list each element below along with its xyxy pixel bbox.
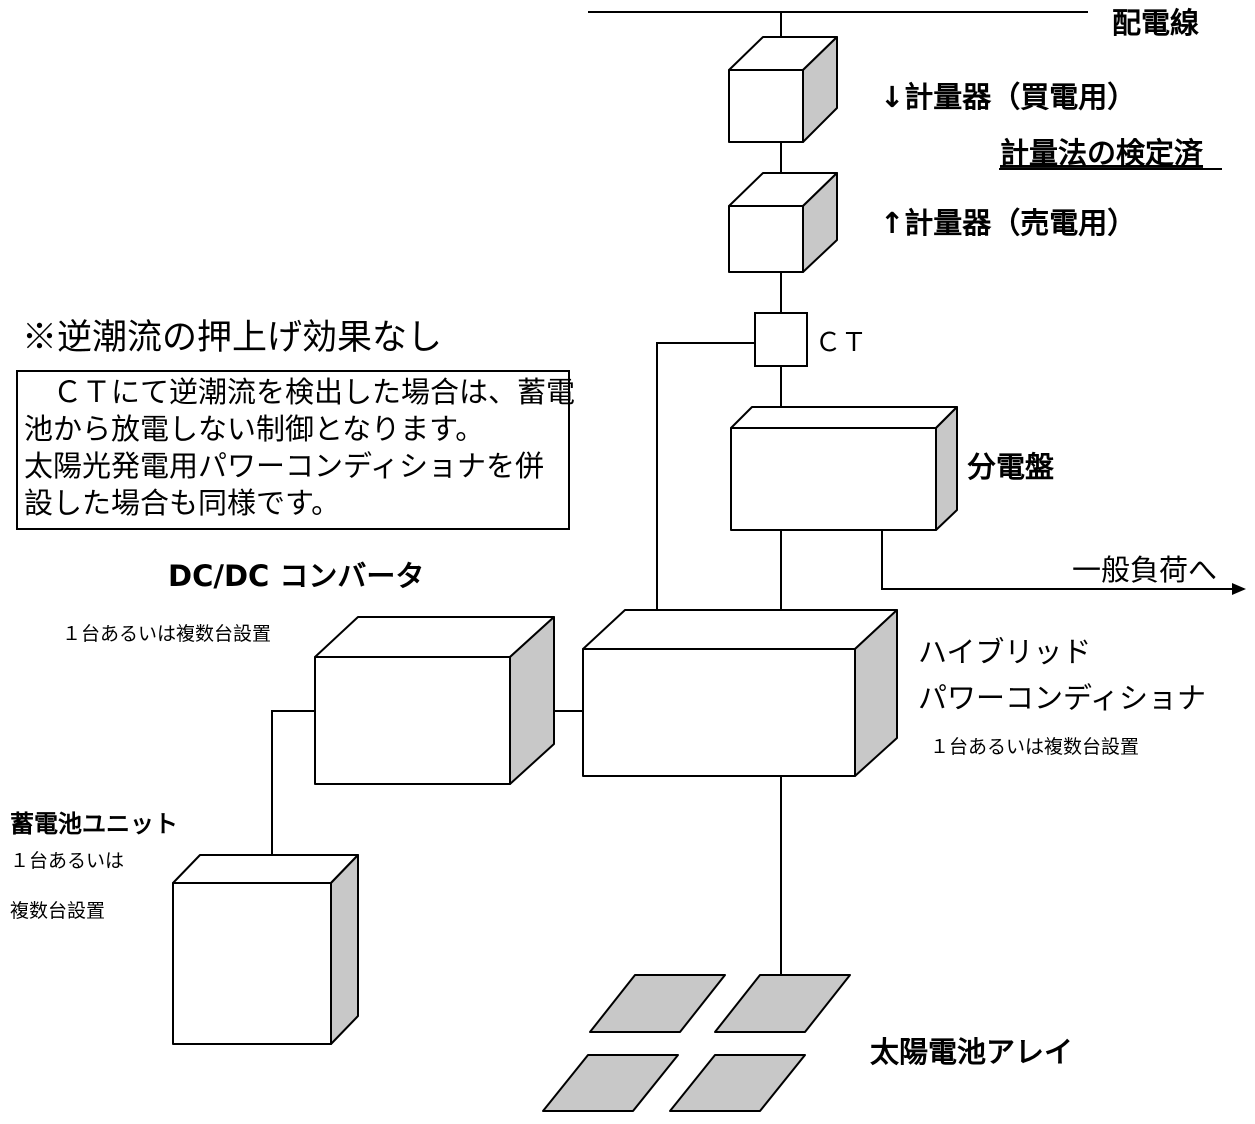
pv-array-label: 太陽電池アレイ <box>870 1035 1073 1069</box>
meter-buy-box <box>728 36 838 143</box>
dcdc-converter-box <box>314 616 555 785</box>
note-line: ＣＴにて逆潮流を検出した場合は、蓄電 <box>24 375 576 409</box>
pcs-note: １台あるいは複数台設置 <box>930 736 1139 758</box>
solar-panel <box>542 1054 679 1112</box>
note-line: 太陽光発電用パワーコンディショナを併 <box>24 449 544 483</box>
ct-label: ＣＴ <box>815 328 867 358</box>
pcs-title-2: パワーコンディショナ <box>918 681 1206 715</box>
dcdc-note: １台あるいは複数台設置 <box>62 623 271 645</box>
note-line: 設した場合も同様です。 <box>24 486 341 520</box>
meter-sell-label: ↑計量器（売電用） <box>880 206 1136 240</box>
distribution-line-label: 配電線 <box>1112 6 1199 40</box>
general-load-label: 一般負荷へ <box>1072 553 1217 587</box>
note-box: ＣＴにて逆潮流を検出した場合は、蓄電 池から放電しない制御となります。 太陽光発… <box>16 370 576 530</box>
note-title: ※逆潮流の押上げ効果なし <box>22 318 442 358</box>
dcdc-title: DC/DC コンバータ <box>168 559 424 593</box>
general-load-wire <box>881 530 1246 595</box>
solar-panel <box>589 974 726 1033</box>
solar-panel <box>714 974 851 1033</box>
battery-title: 蓄電池ユニット <box>10 810 178 838</box>
meter-buy-label: ↓計量器（買電用） <box>880 80 1136 114</box>
ct-box <box>754 312 808 367</box>
meter-sell-box <box>728 172 838 273</box>
solar-array <box>542 974 851 1112</box>
hybrid-pcs-box <box>582 609 898 777</box>
solar-panel <box>669 1054 806 1112</box>
distribution-panel-box <box>730 406 958 531</box>
panel-label: 分電盤 <box>967 450 1055 484</box>
ct-signal-wire <box>656 342 755 649</box>
battery-dcdc-wire <box>271 710 315 855</box>
note-line: 池から放電しない制御となります。 <box>24 412 485 446</box>
battery-unit-box <box>172 854 359 1045</box>
certified-label: 計量法の検定済 <box>1000 136 1204 170</box>
battery-note-2: 複数台設置 <box>10 900 105 922</box>
battery-note-1: １台あるいは <box>10 850 124 872</box>
pcs-title-1: ハイブリッド <box>918 635 1091 669</box>
wiring <box>271 11 1246 975</box>
